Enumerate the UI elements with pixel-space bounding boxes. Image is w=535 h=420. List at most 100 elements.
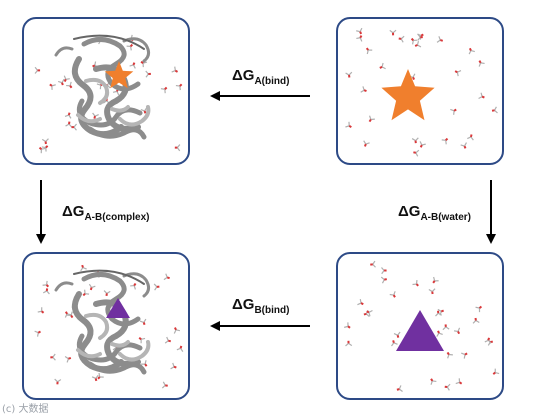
water-molecule-icon xyxy=(454,69,462,77)
water-molecules xyxy=(345,27,498,157)
water-molecule-icon xyxy=(140,60,148,68)
water-molecule-icon xyxy=(141,360,148,367)
water-molecule-icon xyxy=(436,330,443,337)
water-molecule-icon xyxy=(88,283,96,291)
water-molecule-icon xyxy=(160,86,168,94)
water-molecule-icon xyxy=(380,276,387,284)
water-molecule-icon xyxy=(413,149,420,157)
arrow-a-bind xyxy=(210,91,310,101)
complex-a-scene xyxy=(34,34,183,154)
water-molecule-icon xyxy=(66,81,73,89)
water-molecule-icon xyxy=(67,311,74,319)
water-molecule-icon xyxy=(365,47,373,55)
water-molecule-icon xyxy=(82,289,90,297)
triangle-icon xyxy=(396,310,444,351)
water-molecule-icon xyxy=(130,282,137,290)
water-molecule-icon xyxy=(49,83,56,90)
water-molecule-icon xyxy=(472,317,480,324)
water-molecule-icon xyxy=(410,37,418,45)
water-molecule-icon xyxy=(360,86,367,93)
label-dg-a-bind: ΔGA(bind) xyxy=(232,67,290,87)
water-molecule-icon xyxy=(58,78,65,86)
panel-water-ligand-a xyxy=(336,17,504,165)
water-molecule-icon xyxy=(174,144,181,152)
water-molecule-icon xyxy=(64,356,72,363)
water-molecule-icon xyxy=(50,353,56,361)
water-molecule-icon xyxy=(475,305,483,313)
water-molecule-icon xyxy=(491,106,498,114)
water-b-scene xyxy=(344,260,500,392)
water-molecule-icon xyxy=(145,70,151,78)
water-molecule-icon xyxy=(163,273,170,281)
water-molecule-icon xyxy=(419,141,426,148)
triangle-icon xyxy=(106,298,130,318)
water-molecule-icon xyxy=(389,291,396,298)
water-molecule-icon xyxy=(370,260,376,268)
water-molecule-icon xyxy=(345,340,353,347)
water-molecule-icon xyxy=(412,279,419,287)
water-molecule-icon xyxy=(80,264,87,272)
water-molecule-icon xyxy=(171,66,179,73)
water-molecule-icon xyxy=(41,138,49,145)
water-molecule-icon xyxy=(468,47,475,55)
panel-complex-ligand-a xyxy=(22,17,190,165)
water-molecule-icon xyxy=(38,146,46,154)
water-molecule-icon xyxy=(363,140,370,147)
water-molecule-icon xyxy=(345,121,352,129)
watermark: (c) 大数据 xyxy=(2,404,49,415)
water-molecule-icon xyxy=(478,92,485,100)
panel-water-ligand-b xyxy=(336,252,504,400)
water-molecule-icon xyxy=(42,280,50,288)
water-molecule-icon xyxy=(54,378,62,385)
water-molecules xyxy=(344,260,500,392)
water-molecule-icon xyxy=(478,60,485,67)
water-molecule-icon xyxy=(436,36,444,43)
water-molecule-icon xyxy=(42,288,50,295)
water-molecule-icon xyxy=(63,75,70,83)
arrow-b-bind xyxy=(210,321,310,331)
water-molecule-icon xyxy=(411,137,419,144)
water-molecule-icon xyxy=(129,62,136,69)
water-molecule-icon xyxy=(432,276,439,284)
water-molecule-icon xyxy=(381,267,387,275)
complex-b-scene xyxy=(34,264,184,389)
water-molecule-icon xyxy=(71,123,77,131)
water-molecule-icon xyxy=(455,378,463,385)
water-molecule-icon xyxy=(65,121,73,128)
panel-complex-ligand-b xyxy=(22,252,190,400)
water-molecule-icon xyxy=(41,145,49,152)
water-molecule-icon xyxy=(428,288,436,295)
water-molecule-icon xyxy=(161,381,168,389)
water-molecule-icon xyxy=(344,322,351,329)
star-icon xyxy=(104,61,134,89)
water-molecule-icon xyxy=(467,134,474,141)
water-molecule-icon xyxy=(460,142,468,149)
water-molecule-icon xyxy=(441,137,449,145)
water-molecule-icon xyxy=(368,115,375,123)
water-molecule-icon xyxy=(430,378,437,385)
water-molecule-icon xyxy=(175,83,183,91)
water-molecule-icon xyxy=(37,307,45,314)
water-molecule-icon xyxy=(103,290,111,297)
water-molecule-icon xyxy=(414,40,422,48)
water-molecule-icon xyxy=(437,308,445,316)
water-molecule-icon xyxy=(492,368,500,375)
water-molecule-icon xyxy=(417,33,423,41)
water-molecule-icon xyxy=(453,327,461,335)
water-molecule-icon xyxy=(356,27,363,35)
label-dg-ab-water: ΔGA-B(water) xyxy=(398,203,472,223)
water-molecule-icon xyxy=(173,327,181,334)
water-molecule-icon xyxy=(357,299,364,306)
water-molecule-icon xyxy=(176,345,184,352)
water-molecule-icon xyxy=(446,351,453,359)
water-a-scene xyxy=(345,27,498,157)
water-molecule-icon xyxy=(356,35,363,42)
water-molecule-icon xyxy=(393,331,401,338)
water-molecule-icon xyxy=(91,374,99,382)
water-molecule-icon xyxy=(366,309,373,317)
water-molecule-icon xyxy=(461,352,468,359)
label-dg-b-bind: ΔGB(bind) xyxy=(232,296,290,316)
water-molecule-icon xyxy=(398,35,405,43)
water-molecule-icon xyxy=(450,108,457,115)
water-molecule-icon xyxy=(444,383,451,391)
